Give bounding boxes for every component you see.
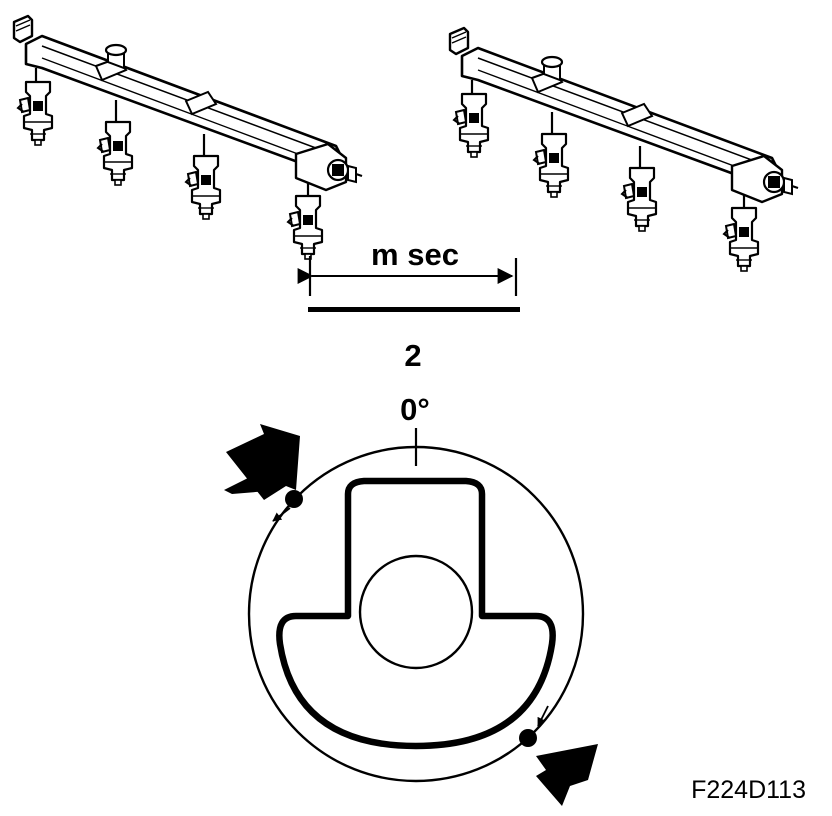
fuel-rail-left-icon — [14, 16, 362, 259]
figure-code: F224D113 — [691, 776, 806, 804]
injection-pulse-bar — [308, 307, 520, 312]
cylinder-number-label: 2 — [404, 338, 421, 373]
pulse-duration-indicator: m sec — [297, 237, 520, 312]
start-point-marker — [285, 490, 303, 508]
arrow-out-icon — [519, 705, 598, 806]
trigger-wheel — [247, 428, 585, 783]
arrow-in-icon — [224, 424, 303, 522]
wheel-hub — [358, 554, 474, 670]
angle-label: 0° — [400, 392, 430, 427]
end-point-marker — [519, 729, 537, 747]
duration-label: m sec — [371, 237, 459, 272]
fuel-rail-right-icon — [450, 28, 798, 271]
